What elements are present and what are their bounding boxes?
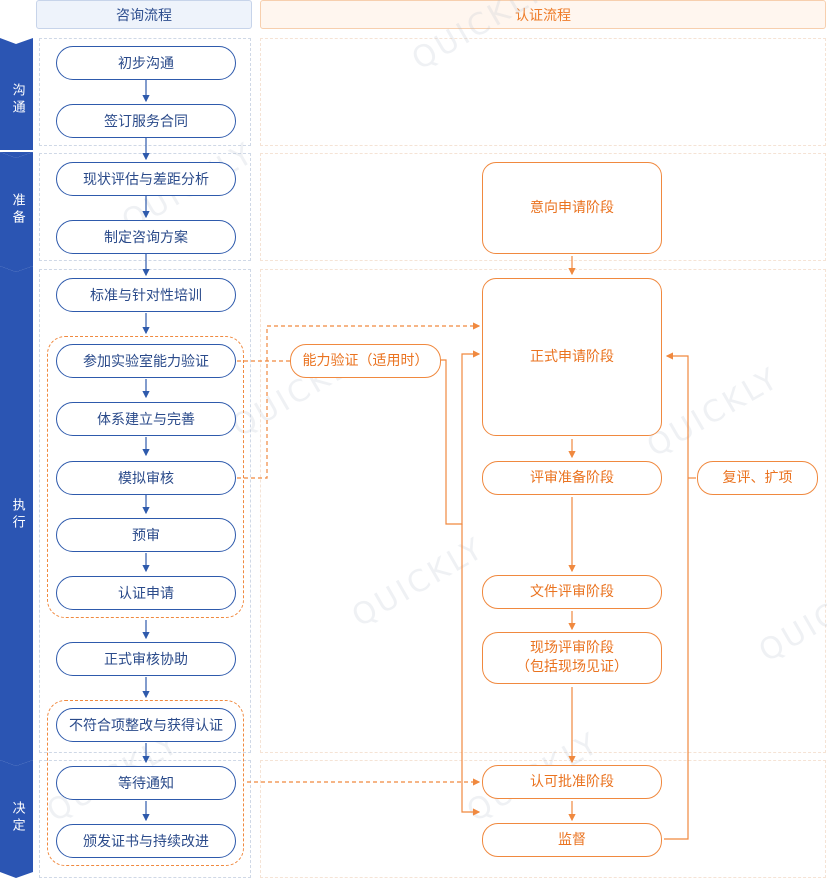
stage-column: [0, 38, 33, 878]
step-status-assessment[interactable]: 现状评估与差距分析: [56, 162, 236, 196]
cert-formal-application[interactable]: 正式申请阶段: [482, 278, 662, 436]
zone-cert-prepare: [260, 153, 826, 261]
step-consult-plan[interactable]: 制定咨询方案: [56, 220, 236, 254]
step-lab-proficiency[interactable]: 参加实验室能力验证: [56, 344, 236, 378]
consult-header: 咨询流程: [36, 0, 252, 29]
proficiency-test-optional[interactable]: 能力验证（适用时）: [290, 344, 441, 378]
stage-label-decide: 决定: [0, 778, 33, 858]
cert-onsite-review[interactable]: 现场评审阶段 （包括现场见证）: [482, 632, 662, 684]
stage-chevron-s2: [0, 152, 33, 272]
zone-consult-communicate: [39, 38, 251, 146]
zone-cert-decide: [260, 760, 826, 878]
stage-chevron-s3: [0, 266, 33, 766]
cert-approval[interactable]: 认可批准阶段: [482, 765, 662, 799]
reassess-extend[interactable]: 复评、扩项: [697, 461, 818, 495]
stage-text: 执行: [9, 498, 25, 532]
step-sign-contract[interactable]: 签订服务合同: [56, 104, 236, 138]
stage-text: 决定: [9, 801, 25, 835]
step-cert-apply[interactable]: 认证申请: [56, 576, 236, 610]
stage-chevron-s4: [0, 760, 33, 878]
step-system-build[interactable]: 体系建立与完善: [56, 402, 236, 436]
group-rectify-to-issue: [47, 700, 244, 866]
stage-label-communicate: 沟通: [0, 60, 33, 140]
onsite-review-subtitle: （包括现场见证）: [516, 659, 628, 675]
step-rectify[interactable]: 不符合项整改与获得认证: [56, 708, 236, 742]
zone-cert-execute: [260, 269, 826, 753]
step-formal-audit-assist[interactable]: 正式审核协助: [56, 642, 236, 676]
step-training[interactable]: 标准与针对性培训: [56, 278, 236, 312]
step-wait-notice[interactable]: 等待通知: [56, 766, 236, 800]
step-pre-audit[interactable]: 预审: [56, 518, 236, 552]
stage-chevron-s1: [0, 38, 33, 158]
step-mock-audit[interactable]: 模拟审核: [56, 461, 236, 495]
zone-cert-communicate: [260, 38, 826, 146]
stage-label-execute: 执行: [0, 475, 33, 555]
step-initial-communication[interactable]: 初步沟通: [56, 46, 236, 80]
step-issue-certificate[interactable]: 颁发证书与持续改进: [56, 824, 236, 858]
group-lab-to-apply: [47, 336, 244, 618]
cert-header: 认证流程: [260, 0, 826, 29]
stage-text: 沟通: [9, 83, 25, 117]
onsite-review-title: 现场评审阶段: [530, 640, 614, 657]
cert-review-preparation[interactable]: 评审准备阶段: [482, 461, 662, 495]
cert-document-review[interactable]: 文件评审阶段: [482, 575, 662, 609]
stage-label-prepare: 准备: [0, 170, 33, 250]
cert-supervision[interactable]: 监督: [482, 823, 662, 857]
stage-text: 准备: [9, 193, 25, 227]
cert-intent-application[interactable]: 意向申请阶段: [482, 162, 662, 254]
